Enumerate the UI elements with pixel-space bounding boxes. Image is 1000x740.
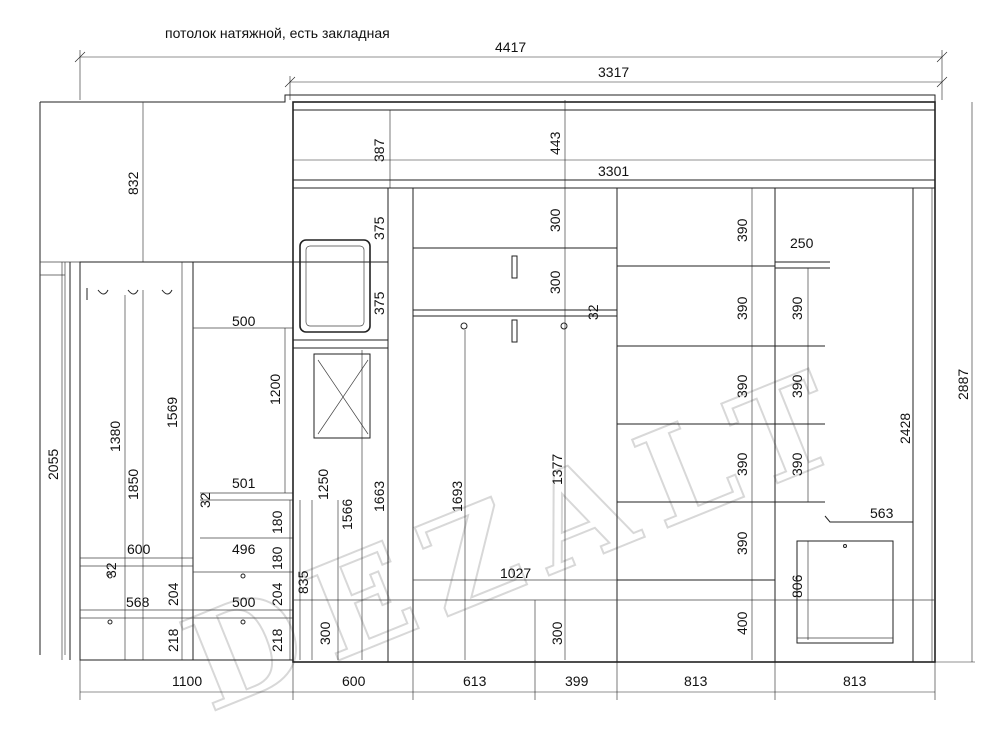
dim-1663: 1663 (371, 481, 387, 512)
dim-500-bottom: 500 (232, 594, 256, 610)
dim-1566: 1566 (339, 499, 355, 530)
dimension-labels-horizontal: 4417 3317 3301 250 500 501 496 600 568 5… (126, 39, 894, 689)
dim-300-c: 300 (317, 621, 333, 645)
section-center (413, 247, 617, 343)
dim-387: 387 (371, 138, 387, 162)
dim-300-d: 300 (549, 621, 565, 645)
wardrobe-frame (292, 101, 936, 663)
dim-2055: 2055 (45, 449, 61, 480)
bottom-dim-600: 600 (342, 673, 366, 689)
dim-500-top: 500 (232, 313, 256, 329)
dim-218-b: 218 (269, 628, 285, 652)
dim-180-a: 180 (269, 510, 285, 534)
dim-496: 496 (232, 541, 256, 557)
bottom-dim-613: 613 (463, 673, 487, 689)
section-600 (293, 239, 388, 439)
dim-390-a: 390 (734, 218, 750, 242)
dim-204-a: 204 (165, 582, 181, 606)
coat-hooks (86, 288, 173, 300)
dim-563: 563 (870, 505, 894, 521)
dim-390-r1: 390 (789, 296, 805, 320)
dim-1250: 1250 (315, 469, 331, 500)
dim-218-a: 218 (165, 628, 181, 652)
bottom-dim-813b: 813 (843, 673, 867, 689)
section-shelves (617, 265, 775, 581)
dim-390-r2: 390 (789, 374, 805, 398)
dim-4417: 4417 (495, 39, 526, 55)
dim-1850: 1850 (125, 469, 141, 500)
top-dimensions (74, 50, 948, 161)
dim-390-b: 390 (734, 296, 750, 320)
dim-250: 250 (790, 235, 814, 251)
dim-400: 400 (734, 611, 750, 635)
dim-806: 806 (789, 574, 805, 598)
dim-390-c: 390 (734, 374, 750, 398)
dim-180-b: 180 (269, 546, 285, 570)
left-hallway-section (79, 261, 294, 661)
dim-1200: 1200 (267, 374, 283, 405)
dim-1693: 1693 (449, 481, 465, 512)
dim-1569: 1569 (164, 397, 180, 428)
dim-375-b: 375 (371, 291, 387, 315)
dim-443: 443 (547, 131, 563, 155)
bottom-dim-813a: 813 (684, 673, 708, 689)
room-outline (39, 94, 936, 660)
section-right (775, 261, 913, 644)
ceiling-note: потолок натяжной, есть закладная (165, 25, 390, 41)
dim-300-b: 300 (547, 270, 563, 294)
dim-300-a: 300 (547, 208, 563, 232)
dim-32-b: 32 (197, 492, 213, 508)
dim-1380: 1380 (107, 421, 123, 452)
dim-568: 568 (126, 594, 150, 610)
dim-204-b: 204 (269, 582, 285, 606)
dim-2428: 2428 (897, 413, 913, 444)
dim-390-d: 390 (734, 452, 750, 476)
dim-835: 835 (295, 570, 311, 594)
dim-3301: 3301 (598, 163, 629, 179)
dim-1377: 1377 (549, 454, 565, 485)
dim-2887: 2887 (955, 369, 971, 400)
bottom-dimensions (79, 660, 975, 700)
dim-390-e: 390 (734, 531, 750, 555)
bottom-dim-1100: 1100 (172, 673, 202, 689)
dimension-labels-vertical: 832 387 443 375 375 300 300 32 390 390 3… (45, 131, 971, 652)
vertical-dim-lines (61, 100, 973, 662)
dim-32-a: 32 (585, 304, 601, 320)
dim-390-r3: 390 (789, 452, 805, 476)
bottom-dim-399: 399 (565, 673, 589, 689)
dim-600-left: 600 (127, 541, 151, 557)
dim-501: 501 (232, 475, 256, 491)
dim-3317: 3317 (598, 64, 629, 80)
dim-375-a: 375 (371, 216, 387, 240)
dim-1027: 1027 (500, 565, 531, 581)
dim-832: 832 (125, 171, 141, 195)
dim-32-c: 32 (103, 562, 119, 578)
